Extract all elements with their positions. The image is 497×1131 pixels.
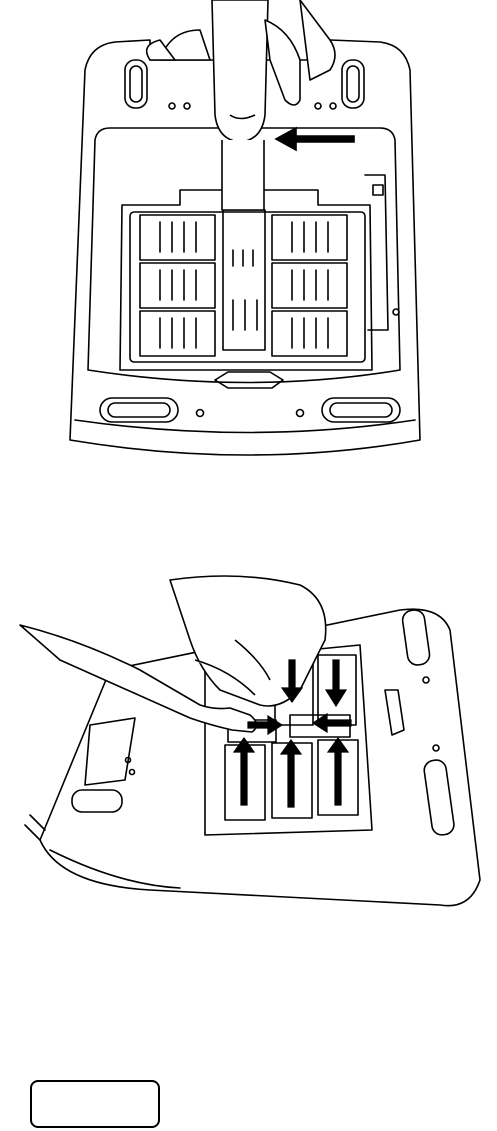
- sim-card-insertion-illustration: [0, 540, 497, 920]
- side-mount-slot-bottom: [423, 759, 455, 836]
- sim-tray: [120, 190, 372, 370]
- top-right-mount-slot: [342, 60, 364, 108]
- side-mount-slot-left: [72, 790, 122, 812]
- slide-left-arrow: [276, 128, 354, 150]
- caption-box: [30, 1080, 160, 1128]
- sim-tray-removal-illustration: [0, 0, 497, 470]
- bottom-left-mount-slot: [100, 398, 178, 422]
- side-mount-slot-top: [401, 609, 430, 667]
- top-left-mount-slot: [125, 60, 147, 108]
- bottom-right-mount-slot: [322, 398, 400, 422]
- sim-slot-grid: [140, 210, 347, 356]
- hand-illustration: [20, 576, 326, 732]
